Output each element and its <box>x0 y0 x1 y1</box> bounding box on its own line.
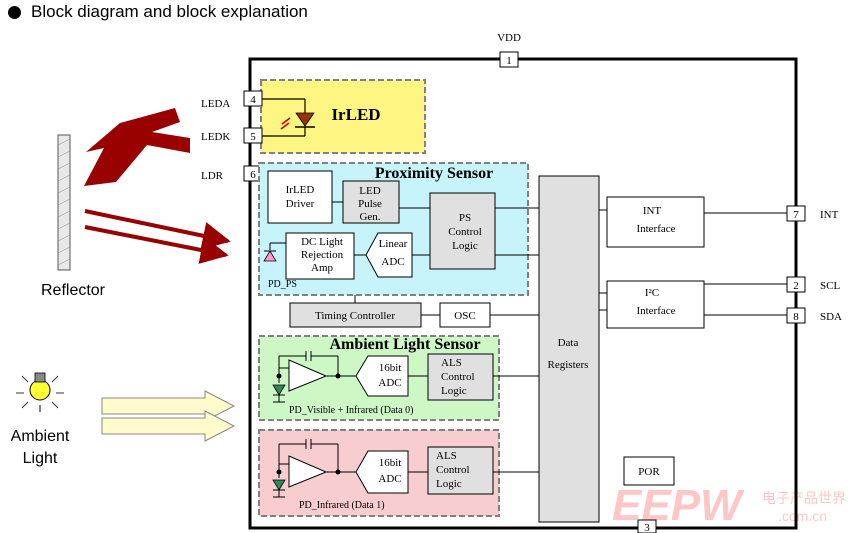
dc-rejection-line2: Rejection <box>301 249 344 261</box>
ldr-pin-number: 6 <box>250 169 256 181</box>
osc-label: OSC <box>454 310 475 322</box>
linear-adc-line1: Linear <box>379 238 408 250</box>
ledk-pin-label: LEDK <box>201 131 230 143</box>
adc1-line1: 16bit <box>379 457 402 469</box>
photodiode-ps-icon <box>263 242 286 262</box>
int-interface-line2: Interface <box>636 223 675 235</box>
gnd-pin-number: 3 <box>644 522 650 533</box>
int-pin-number: 7 <box>793 209 799 221</box>
leda-pin-label: LEDA <box>201 98 230 110</box>
i2c-interface-line2: Interface <box>636 305 675 317</box>
als0-line3: Logic <box>441 385 467 397</box>
scl-pin-number: 2 <box>793 280 799 292</box>
data-registers-line1: Data <box>558 337 579 349</box>
timing-controller-block <box>289 302 422 328</box>
data-registers-block <box>538 175 600 523</box>
sda-pin <box>786 307 806 324</box>
led-pulse-line2: Pulse <box>358 198 382 210</box>
ledk-pin <box>243 127 263 144</box>
watermark-main: EEPW <box>612 481 745 530</box>
irled-block <box>260 79 426 154</box>
ps-control-line2: Control <box>448 226 482 238</box>
dc-rejection-line3: Amp <box>311 262 334 274</box>
proximity-title: Proximity Sensor <box>375 165 493 182</box>
als0-line1: ALS <box>441 357 462 369</box>
irled-driver-block <box>267 170 333 224</box>
emitted-ir-arrow-icon <box>84 108 190 186</box>
int-interface-block <box>606 196 705 248</box>
vdd-pin <box>499 51 519 68</box>
als1-line1: ALS <box>436 450 457 462</box>
led-diode-icon <box>255 98 315 137</box>
reflected-ir-rays-icon <box>84 209 231 264</box>
leda-pin-number: 4 <box>250 94 256 106</box>
int-pin <box>786 205 806 222</box>
osc-block <box>439 302 491 328</box>
i2c-interface-line1: I²C <box>645 287 659 299</box>
vdd-pin-label: VDD <box>497 32 521 44</box>
ledk-pin-number: 5 <box>250 131 256 143</box>
irled-driver-line2: Driver <box>286 198 315 210</box>
heading-text: Block diagram and block explanation <box>31 2 308 21</box>
pd0-label: PD_Visible + Infrared (Data 0) <box>289 405 413 416</box>
adc0-line1: 16bit <box>379 362 402 374</box>
ambient-light-line1: Ambient <box>11 428 70 445</box>
watermark: EEPW 电子产品世界 .com.cn <box>612 481 846 530</box>
watermark-url: .com.cn <box>778 508 827 524</box>
chip-outline <box>248 57 798 530</box>
reflector-hatching <box>57 138 71 266</box>
int-pin-label: INT <box>820 209 839 221</box>
por-block <box>623 456 675 486</box>
scl-pin-label: SCL <box>820 280 840 292</box>
data-registers-line2: Registers <box>548 359 589 371</box>
ps-control-logic-block <box>429 192 496 270</box>
timing-controller-label: Timing Controller <box>315 310 395 322</box>
int-interface-line1: INT <box>643 205 662 217</box>
led-pulse-line3: Gen. <box>359 211 380 223</box>
ambient-light-line2: Light <box>23 450 58 467</box>
irled-title: IrLED <box>331 105 380 124</box>
sda-pin-label: SDA <box>820 311 842 323</box>
pd1-label: PD_Infrared (Data 1) <box>299 500 385 511</box>
als0-amplifier-circuit <box>276 351 356 392</box>
watermark-cn: 电子产品世界 <box>762 490 846 506</box>
led-pulse-line1: LED <box>359 185 380 197</box>
als0-line2: Control <box>441 371 475 383</box>
i2c-interface-block <box>606 280 705 329</box>
als1-amplifier-circuit <box>276 439 356 488</box>
sda-pin-number: 8 <box>793 311 799 323</box>
leda-pin <box>243 90 263 107</box>
irled-driver-line1: IrLED <box>286 184 315 196</box>
ps-control-line1: PS <box>459 212 471 224</box>
dc-rejection-line1: DC Light <box>301 236 343 248</box>
dc-rejection-amp-block <box>285 232 355 280</box>
gnd-pin <box>637 519 657 533</box>
bullet-icon <box>8 5 21 19</box>
scl-pin <box>786 276 806 293</box>
adc0-line2: ADC <box>378 377 401 389</box>
photodiode-visible-icon <box>272 384 286 403</box>
pd-ps-label: PD_PS <box>268 279 297 290</box>
section-heading: Block diagram and block explanation <box>8 2 308 22</box>
linear-adc-line2: ADC <box>381 256 404 268</box>
als1-line3: Logic <box>436 478 462 490</box>
ambient-light-arrows-icon <box>101 390 236 442</box>
ldr-pin-label: LDR <box>201 170 224 182</box>
reflector-label: Reflector <box>41 282 106 299</box>
als1-control-logic-block <box>427 446 494 495</box>
ps-control-line3: Logic <box>452 240 478 252</box>
als0-control-logic-block <box>427 353 494 401</box>
adc1-line2: ADC <box>378 473 401 485</box>
vdd-pin-number: 1 <box>506 55 512 67</box>
als1-line2: Control <box>436 464 470 476</box>
por-label: POR <box>638 466 660 478</box>
light-bulb-icon <box>16 372 64 412</box>
photodiode-infrared-icon <box>272 479 286 498</box>
ambient-title: Ambient Light Sensor <box>329 336 480 353</box>
